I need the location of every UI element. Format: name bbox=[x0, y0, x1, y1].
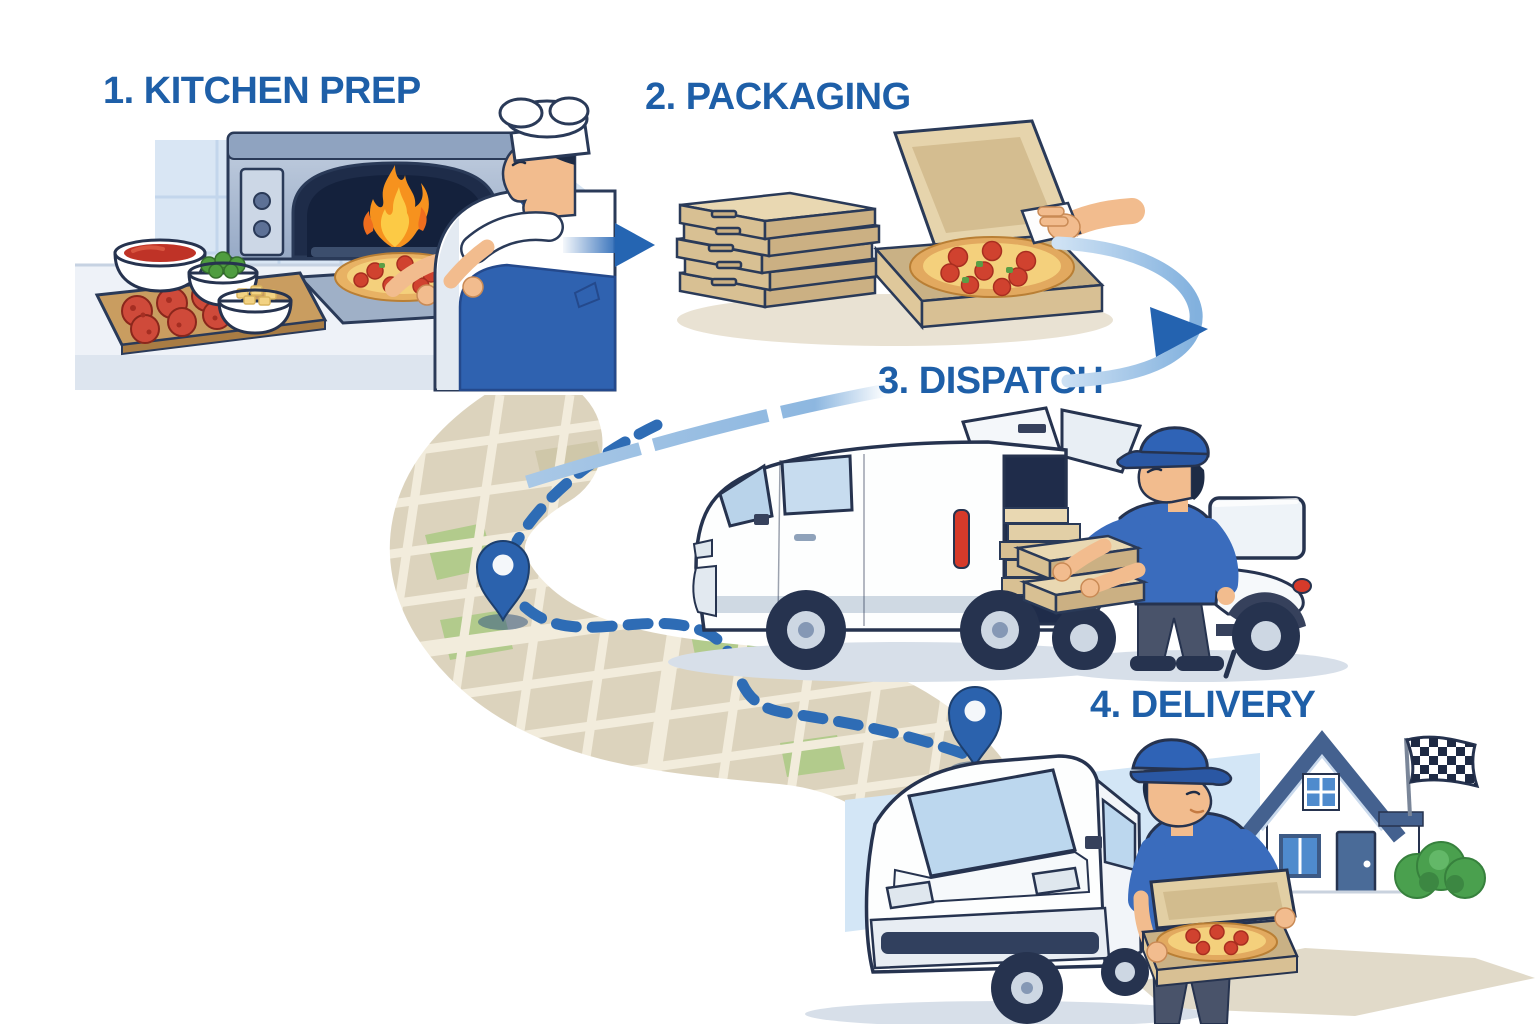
delivery-van-front-icon bbox=[805, 754, 1205, 1024]
pizza-oven-icon bbox=[226, 131, 562, 261]
pizza-box-stack-icon bbox=[675, 191, 882, 309]
kitchen-prep-scene bbox=[75, 96, 617, 392]
courier-cap-icon bbox=[1116, 426, 1210, 470]
location-pin-1-icon bbox=[475, 540, 531, 630]
checkered-flag-icon bbox=[1404, 735, 1480, 817]
courier-cap-icon-2 bbox=[1129, 738, 1233, 786]
map-to-dispatch-band bbox=[525, 383, 889, 489]
side-window bbox=[1279, 834, 1321, 878]
van-wheels bbox=[766, 590, 1040, 670]
open-pizza-box-icon bbox=[873, 119, 1105, 331]
curved-arrow-icon bbox=[1051, 236, 1208, 388]
dispatch-scene bbox=[668, 406, 1348, 682]
peppers-bowl-icon bbox=[187, 251, 259, 307]
chef-icon bbox=[385, 96, 617, 392]
packaging-scene bbox=[675, 119, 1145, 346]
bush-icon bbox=[1394, 841, 1486, 899]
chef-hat-icon bbox=[498, 96, 591, 163]
step-1-label: 1. KITCHEN PREP bbox=[103, 70, 421, 112]
door bbox=[1335, 830, 1377, 894]
courier-icon bbox=[1013, 426, 1239, 671]
arrow-right-icon bbox=[563, 223, 655, 267]
open-pizza-box-in-hands bbox=[1141, 868, 1299, 988]
sauce-bowl-icon bbox=[113, 238, 207, 293]
van-tail-light bbox=[953, 509, 970, 569]
gable-window bbox=[1302, 773, 1340, 811]
house-icon bbox=[1238, 730, 1425, 894]
step-4-label: 4. DELIVERY bbox=[1090, 684, 1316, 726]
cheese-bowl-icon bbox=[217, 285, 293, 335]
fire-icon bbox=[363, 165, 429, 249]
courier-with-pizza-icon bbox=[1128, 738, 1299, 1024]
step-2-label: 2. PACKAGING bbox=[645, 76, 911, 118]
delivery-scene bbox=[805, 730, 1535, 1024]
